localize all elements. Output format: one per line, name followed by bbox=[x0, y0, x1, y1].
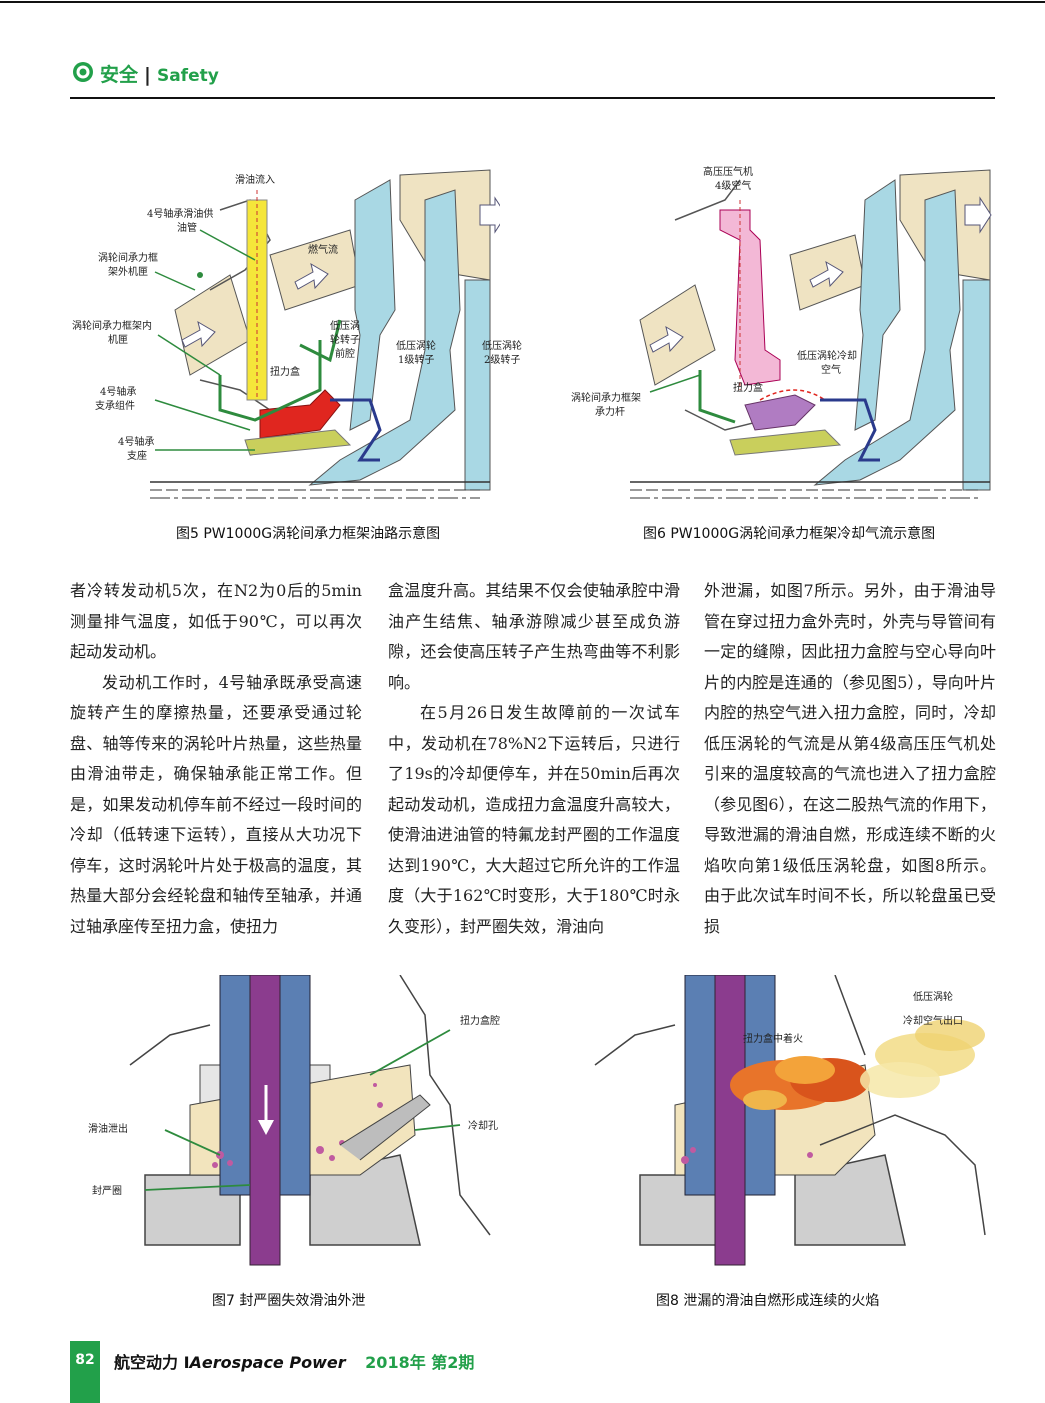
label-torque-box: 扭力盒 bbox=[270, 367, 300, 378]
figure-7-caption: 图7 封严圈失效滑油外泄 bbox=[212, 1293, 366, 1309]
figure-5: 滑油流入 4号轴承滑油供 油管 涡轮间承力框 架外机匣 涡轮间承力框架内 机匣 … bbox=[70, 160, 522, 510]
label-torque-box-6: 扭力盒 bbox=[733, 383, 763, 394]
journal-footer: 航空动力 IAerospace Power 2018年 第2期 bbox=[114, 1349, 474, 1373]
label-lpt2-2: 2级转子 bbox=[484, 355, 521, 366]
header-divider: | bbox=[144, 64, 151, 86]
paragraph: 盒温度升高。其结果不仅会使轴承腔中滑油产生结焦、轴承游隙减少甚至成负游隙，还会使… bbox=[388, 581, 680, 692]
label-strut-2: 承力杆 bbox=[595, 407, 625, 418]
label-seat-1: 4号轴承 bbox=[118, 437, 155, 448]
label-lpt-front-1: 低压涡 bbox=[330, 321, 360, 332]
paragraph: 者冷转发动机5次，在N2为0后的5min测量排气温度，如低于90℃，可以再次起动… bbox=[70, 581, 362, 661]
figure-8-diagram bbox=[565, 975, 995, 1275]
page-number: 82 bbox=[75, 1352, 95, 1368]
label-outlet-1: 低压涡轮 bbox=[913, 992, 953, 1003]
label-fire: 扭力盒中着火 bbox=[743, 1034, 803, 1045]
label-lpt2-1: 低压涡轮 bbox=[482, 341, 522, 352]
body-column-2: 盒温度升高。其结果不仅会使轴承腔中滑油产生结焦、轴承游隙减少甚至成负游隙，还会使… bbox=[388, 576, 680, 942]
label-support-2: 支承组件 bbox=[95, 401, 135, 412]
figure-7-diagram bbox=[70, 975, 510, 1275]
label-outer-case-2: 架外机匣 bbox=[108, 267, 148, 278]
label-support-1: 4号轴承 bbox=[100, 387, 137, 398]
label-lpt-front-3: 前腔 bbox=[335, 349, 355, 360]
figure-5-caption: 图5 PW1000G涡轮间承力框架油路示意图 bbox=[176, 526, 441, 542]
label-outer-case-1: 涡轮间承力框 bbox=[98, 253, 158, 264]
label-supply-pipe-2: 油管 bbox=[177, 223, 197, 234]
label-inner-case-2: 机匣 bbox=[108, 335, 128, 346]
body-column-3: 外泄漏，如图7所示。另外，由于滑油导管在穿过扭力盒外壳时，外壳与导管间有一定的缝… bbox=[704, 576, 996, 942]
paragraph: 在5月26日发生故障前的一次试车中，发动机在78%N2下运转后，只进行了19s的… bbox=[388, 703, 680, 936]
paragraph: 发动机工作时，4号轴承既承受高速旋转产生的摩擦热量，还要承受通过轮盘、轴等传来的… bbox=[70, 672, 362, 936]
label-lpt-cool-2: 空气 bbox=[821, 365, 841, 376]
label-oil-in: 滑油流入 bbox=[235, 175, 275, 186]
label-lpt-front-2: 轮转子 bbox=[330, 335, 360, 346]
label-cooling-hole: 冷却孔 bbox=[468, 1121, 498, 1132]
header-rule bbox=[70, 97, 995, 99]
section-header: 安全|Safety bbox=[100, 60, 219, 87]
safety-logo-icon bbox=[73, 62, 93, 82]
label-cavity: 扭力盒腔 bbox=[460, 1016, 500, 1027]
label-lpt1-1: 低压涡轮 bbox=[396, 341, 436, 352]
journal-issue: 2018年 第2期 bbox=[365, 1353, 475, 1372]
journal-separator: I bbox=[183, 1353, 190, 1372]
label-lpt1-2: 1级转子 bbox=[398, 355, 435, 366]
page-number-tab bbox=[70, 1341, 100, 1403]
label-inner-case-1: 涡轮间承力框架内 bbox=[72, 321, 152, 332]
label-oil-leak: 滑油泄出 bbox=[88, 1124, 128, 1135]
section-title-en: Safety bbox=[156, 66, 219, 86]
section-title-cn: 安全 bbox=[100, 64, 139, 86]
label-lpt-cool-1: 低压涡轮冷却 bbox=[797, 351, 857, 362]
body-column-1: 者冷转发动机5次，在N2为0后的5min测量排气温度，如低于90℃，可以再次起动… bbox=[70, 576, 362, 942]
paragraph: 外泄漏，如图7所示。另外，由于滑油导管在穿过扭力盒外壳时，外壳与导管间有一定的缝… bbox=[704, 581, 996, 936]
figure-5-diagram bbox=[150, 169, 500, 499]
label-strut-1: 涡轮间承力框架 bbox=[571, 393, 641, 404]
label-seal: 封严圈 bbox=[92, 1186, 122, 1197]
label-seat-2: 支座 bbox=[127, 451, 147, 462]
figure-8-caption: 图8 泄漏的滑油自燃形成连续的火焰 bbox=[656, 1293, 880, 1309]
figure-7: 扭力盒腔 滑油泄出 冷却孔 封严圈 bbox=[70, 975, 510, 1275]
label-supply-pipe-1: 4号轴承滑油供 bbox=[147, 209, 214, 220]
journal-name-cn: 航空动力 bbox=[114, 1353, 179, 1372]
figure-6: 高压压气机 4级空气 低压涡轮冷却 空气 扭力盒 涡轮间承力框架 承力杆 bbox=[565, 160, 995, 510]
figure-8: 扭力盒中着火 低压涡轮 冷却空气出口 bbox=[565, 975, 995, 1275]
figure-6-caption: 图6 PW1000G涡轮间承力框架冷却气流示意图 bbox=[643, 526, 936, 542]
label-gas-flow: 燃气流 bbox=[308, 245, 338, 256]
top-rule bbox=[0, 1, 1045, 3]
label-outlet-2: 冷却空气出口 bbox=[903, 1016, 963, 1027]
label-hpc-1: 高压压气机 bbox=[703, 167, 753, 178]
figure-6-diagram bbox=[630, 169, 992, 499]
journal-name-en: Aerospace Power bbox=[189, 1353, 346, 1372]
label-hpc-2: 4级空气 bbox=[715, 181, 752, 192]
